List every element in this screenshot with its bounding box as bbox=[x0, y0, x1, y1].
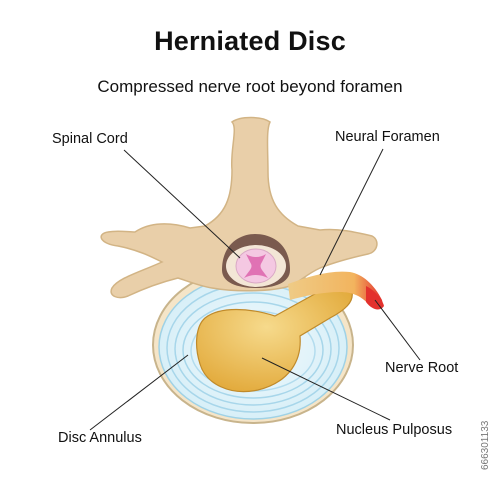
nucleus-pulposus-leader bbox=[261, 357, 391, 421]
disc-annulus-leader bbox=[89, 354, 189, 431]
neural-foramen-leader bbox=[319, 148, 384, 276]
disc-annulus-label: Disc Annulus bbox=[58, 430, 142, 446]
vertebra bbox=[100, 116, 378, 299]
nerve-root bbox=[288, 271, 384, 310]
leader-lines bbox=[89, 148, 421, 431]
nerve-root-label: Nerve Root bbox=[385, 360, 459, 376]
nucleus-pulposus bbox=[195, 283, 353, 393]
diagram-title: Herniated Disc bbox=[154, 26, 346, 56]
spinal-cord-leader bbox=[123, 149, 241, 259]
nucleus-pulposus-label: Nucleus Pulposus bbox=[336, 422, 453, 438]
spinal-cord-label: Spinal Cord bbox=[52, 131, 128, 147]
diagram-subtitle: Compressed nerve root beyond foramen bbox=[97, 77, 403, 96]
spinal-cord bbox=[235, 248, 277, 284]
nerve-root-leader bbox=[374, 299, 421, 361]
neural-foramen-label: Neural Foramen bbox=[335, 129, 440, 145]
stock-id-watermark: 666301133 bbox=[480, 420, 491, 470]
